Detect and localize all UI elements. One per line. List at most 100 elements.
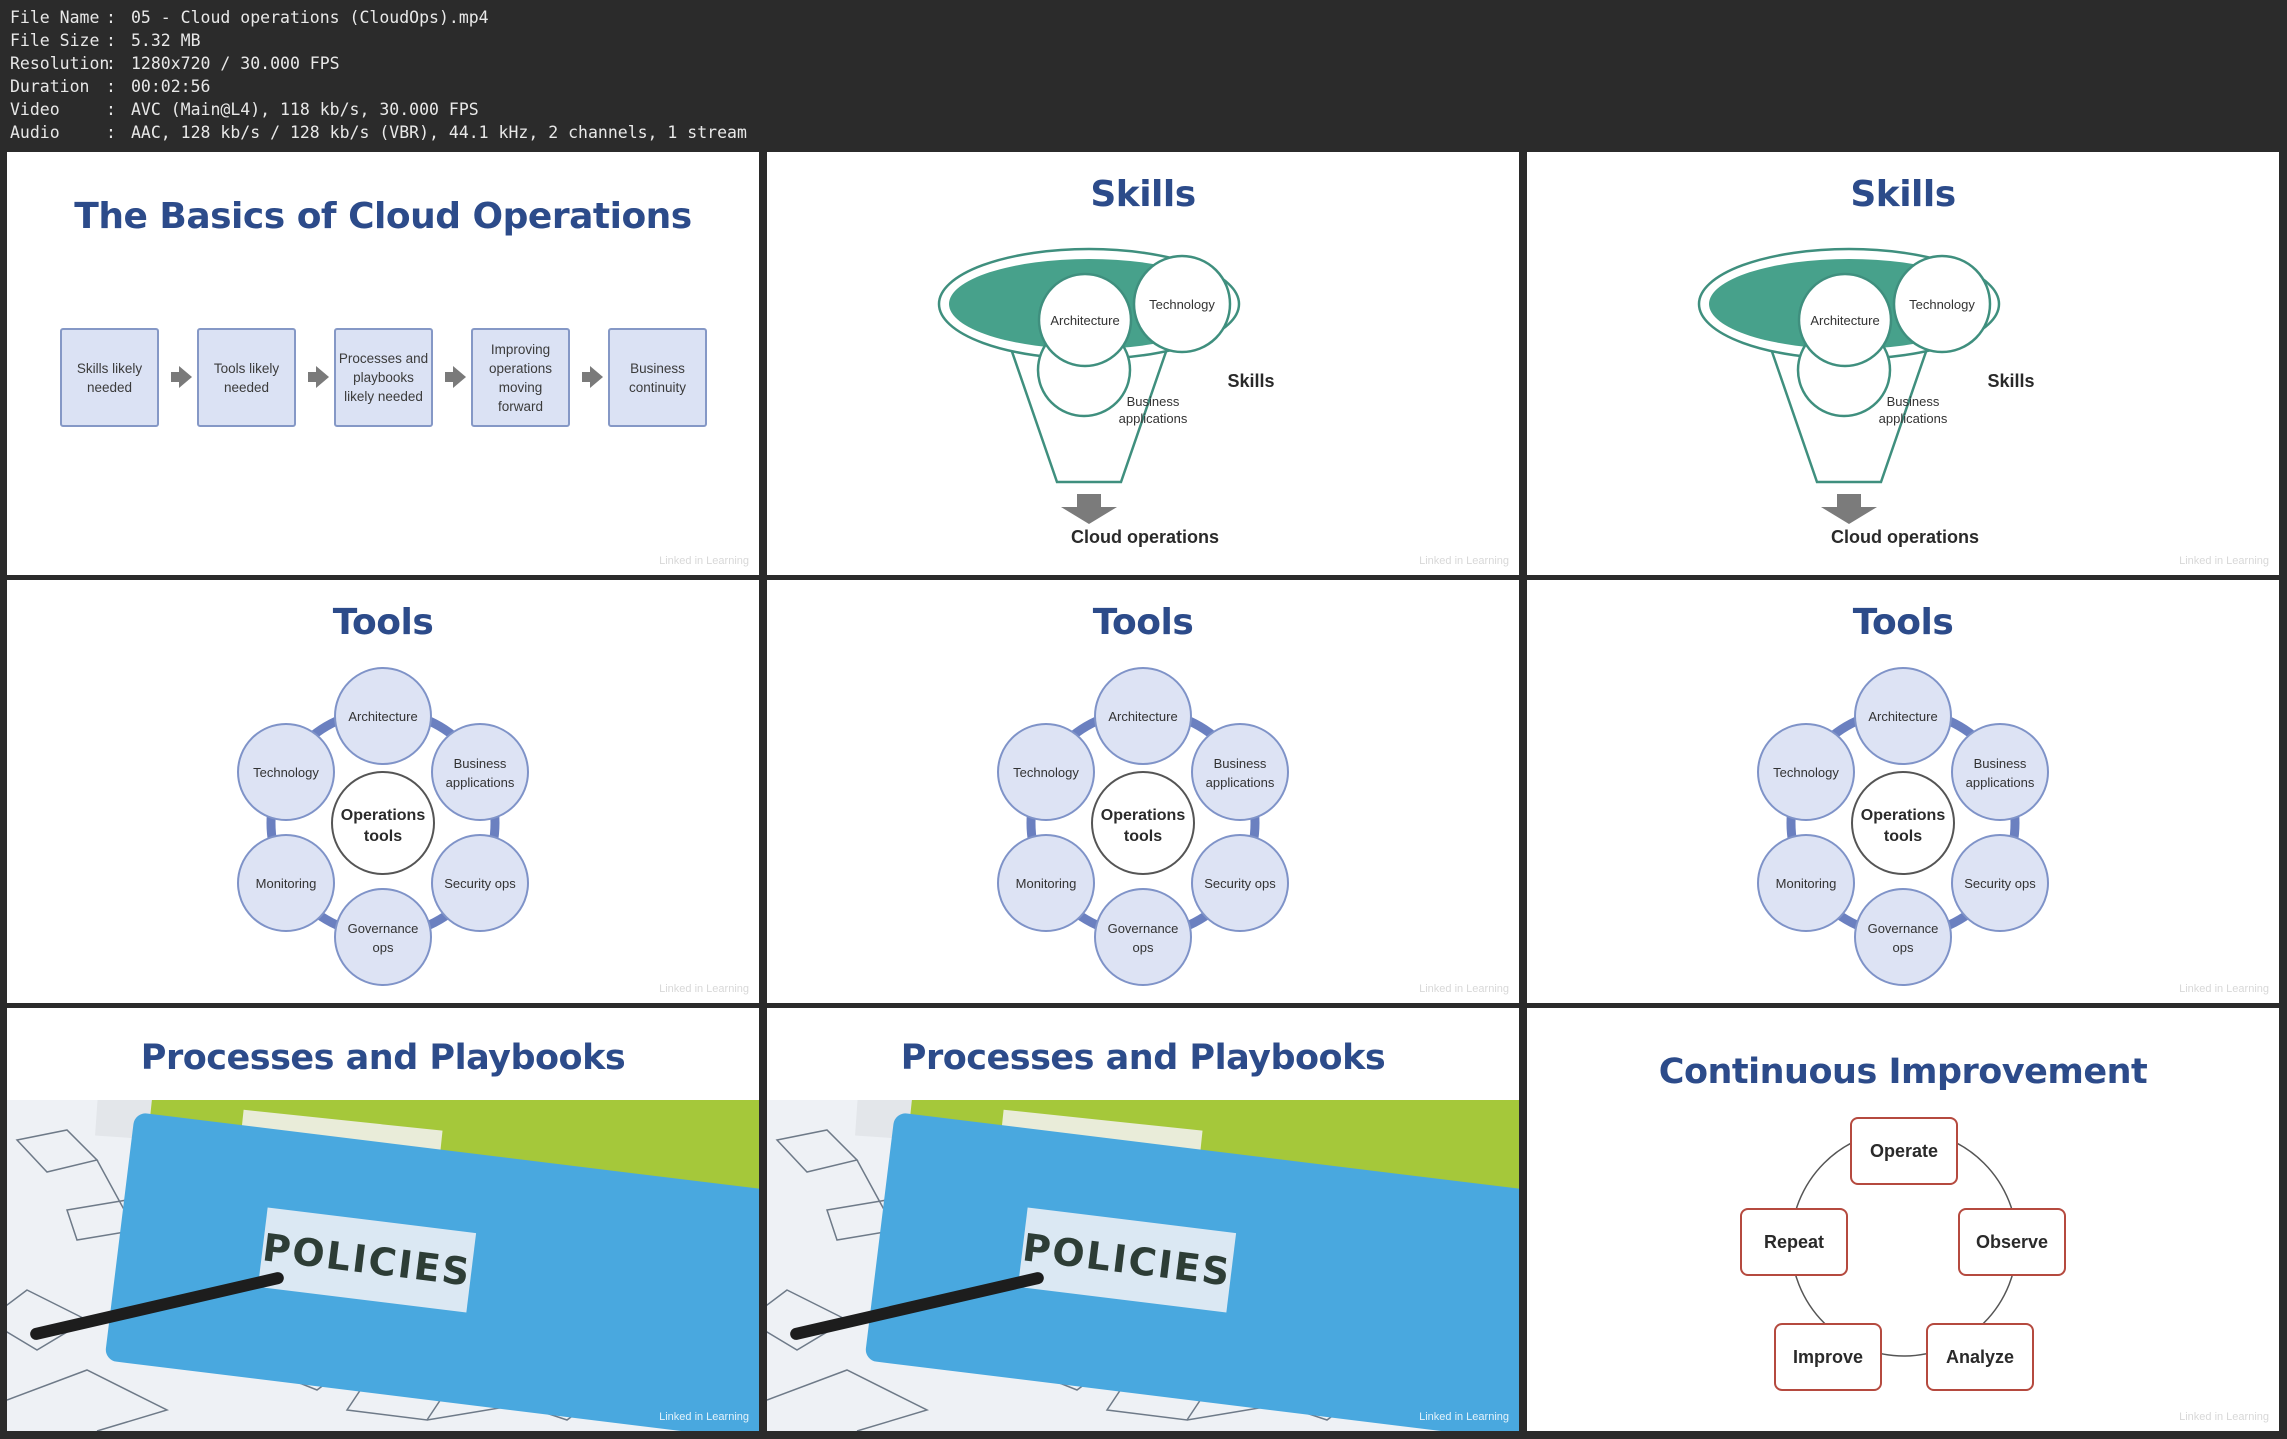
- svg-text:Business: Business: [454, 756, 507, 771]
- svg-text:Monitoring: Monitoring: [1776, 876, 1837, 891]
- architecture-node: [1094, 667, 1192, 765]
- arrow-down-icon: [1061, 494, 1117, 524]
- svg-text:Governance: Governance: [1108, 921, 1179, 936]
- technology-node: [1757, 723, 1855, 821]
- business-label-line2: applications: [1119, 411, 1188, 426]
- business-label-line1: Business: [1127, 394, 1180, 409]
- svg-text:Architecture: Architecture: [348, 709, 417, 724]
- slide-title: Tools: [332, 602, 434, 643]
- linkedin-learning-watermark: Linked in Learning: [659, 983, 749, 995]
- binders-photo: PROCEDURE POLICIES: [767, 1100, 1519, 1431]
- cloud-operations-label: Cloud operations: [1831, 527, 1979, 547]
- slide-title: The Basics of Cloud Operations: [74, 196, 692, 237]
- meta-row-duration: Duration:00:02:56: [10, 77, 211, 96]
- meta-row-filename: File Name:05 - Cloud operations (CloudOp…: [10, 8, 489, 27]
- svg-text:Operations: Operations: [1861, 807, 1946, 824]
- monitoring-node: [237, 834, 335, 932]
- governance-ops-node: [1094, 888, 1192, 986]
- thumbnail-skills[interactable]: Skills Architecture Technology Business …: [767, 152, 1519, 575]
- skills-side-label: Skills: [1227, 371, 1274, 391]
- technology-circle: [1132, 254, 1232, 354]
- svg-text:Monitoring: Monitoring: [256, 876, 317, 891]
- architecture-label: Architecture: [1810, 313, 1879, 328]
- security-ops-node: [1191, 834, 1289, 932]
- svg-text:Governance: Governance: [348, 921, 419, 936]
- svg-text:Technology: Technology: [1013, 765, 1079, 780]
- observe-node: Observe: [1958, 1208, 2066, 1276]
- svg-text:tools: tools: [364, 828, 402, 845]
- slide-title: Skills: [1090, 174, 1196, 215]
- svg-text:ops: ops: [1133, 940, 1154, 955]
- architecture-node: [334, 667, 432, 765]
- thumbnail-processes[interactable]: Processes and Playbooks PROCEDURE POLICI…: [7, 1008, 759, 1431]
- business-applications-node: [1191, 723, 1289, 821]
- slide-title: Continuous Improvement: [1658, 1052, 2148, 1092]
- operate-node: Operate: [1850, 1117, 1958, 1185]
- tools-cycle-diagram: Operations tools Architecture Business a…: [997, 667, 1289, 986]
- thumbnail-tools[interactable]: Tools Operations tools Architecture Busi…: [7, 580, 759, 1003]
- technology-label: Technology: [1149, 297, 1215, 312]
- analyze-node: Analyze: [1926, 1323, 2034, 1391]
- svg-text:Technology: Technology: [1773, 765, 1839, 780]
- linkedin-learning-watermark: Linked in Learning: [1419, 555, 1509, 567]
- linkedin-learning-watermark: Linked in Learning: [2179, 983, 2269, 995]
- linkedin-learning-watermark: Linked in Learning: [659, 555, 749, 567]
- thumbnail-continuous-improvement[interactable]: Continuous Improvement Operate Observe A…: [1527, 1008, 2279, 1431]
- business-label-line2: applications: [1879, 411, 1948, 426]
- technology-node: [237, 723, 335, 821]
- svg-text:ops: ops: [1893, 940, 1914, 955]
- architecture-node: [1854, 667, 1952, 765]
- arrow-right-icon: [582, 366, 603, 388]
- thumbnail-skills-2[interactable]: Skills Architecture Technology Business …: [1527, 152, 2279, 575]
- svg-text:Security ops: Security ops: [1964, 876, 2036, 891]
- tools-cycle-diagram: Operations tools Architecture Business a…: [237, 667, 529, 986]
- slide-title: Tools: [1092, 602, 1194, 643]
- linkedin-learning-watermark: Linked in Learning: [2179, 555, 2269, 567]
- svg-text:Technology: Technology: [253, 765, 319, 780]
- skills-funnel-diagram: Architecture Technology Business applica…: [937, 247, 1275, 547]
- slide-title: Skills: [1850, 174, 1956, 215]
- funnel-outline: [997, 313, 1181, 484]
- security-ops-node: [431, 834, 529, 932]
- svg-text:applications: applications: [1206, 775, 1275, 790]
- svg-text:Governance: Governance: [1868, 921, 1939, 936]
- thumbnail-tools-2[interactable]: Tools Operations tools Architecture Busi…: [767, 580, 1519, 1003]
- business-label-line1: Business: [1887, 394, 1940, 409]
- svg-text:Architecture: Architecture: [1868, 709, 1937, 724]
- skills-side-label: Skills: [1987, 371, 2034, 391]
- svg-text:Architecture: Architecture: [1108, 709, 1177, 724]
- meta-row-video: Video:AVC (Main@L4), 118 kb/s, 30.000 FP…: [10, 100, 479, 119]
- step-box: Tools likely needed: [197, 328, 296, 427]
- business-applications-node: [431, 723, 529, 821]
- step-box: Improving operations moving forward: [471, 328, 570, 427]
- meta-row-resolution: Resolution:1280x720 / 30.000 FPS: [10, 54, 340, 73]
- svg-text:Operations: Operations: [1101, 807, 1186, 824]
- arrow-right-icon: [445, 366, 466, 388]
- architecture-label: Architecture: [1050, 313, 1119, 328]
- security-ops-node: [1951, 834, 2049, 932]
- thumbnail-tools-3[interactable]: Tools Operations tools Architecture Busi…: [1527, 580, 2279, 1003]
- repeat-node: Repeat: [1740, 1208, 1848, 1276]
- operations-tools-center: [331, 771, 435, 875]
- linkedin-learning-watermark: Linked in Learning: [1419, 983, 1509, 995]
- monitoring-node: [1757, 834, 1855, 932]
- svg-text:ops: ops: [373, 940, 394, 955]
- linkedin-learning-watermark: Linked in Learning: [2179, 1411, 2269, 1423]
- svg-text:Operations: Operations: [341, 807, 426, 824]
- technology-circle: [1892, 254, 1992, 354]
- governance-ops-node: [1854, 888, 1952, 986]
- business-applications-node: [1951, 723, 2049, 821]
- thumbnail-processes-2[interactable]: Processes and Playbooks PROCEDURE POLICI…: [767, 1008, 1519, 1431]
- file-metadata: File Name:05 - Cloud operations (CloudOp…: [10, 6, 747, 144]
- svg-text:applications: applications: [1966, 775, 2035, 790]
- svg-text:tools: tools: [1124, 828, 1162, 845]
- governance-ops-node: [334, 888, 432, 986]
- thumbnail-basics[interactable]: The Basics of Cloud Operations Skills li…: [7, 152, 759, 575]
- skills-funnel-diagram: Architecture Technology Business applica…: [1697, 247, 2035, 547]
- svg-text:tools: tools: [1884, 828, 1922, 845]
- architecture-circle: [1797, 272, 1893, 368]
- step-box: Skills likely needed: [60, 328, 159, 427]
- improve-node: Improve: [1774, 1323, 1882, 1391]
- architecture-circle: [1037, 272, 1133, 368]
- step-box: Business continuity: [608, 328, 707, 427]
